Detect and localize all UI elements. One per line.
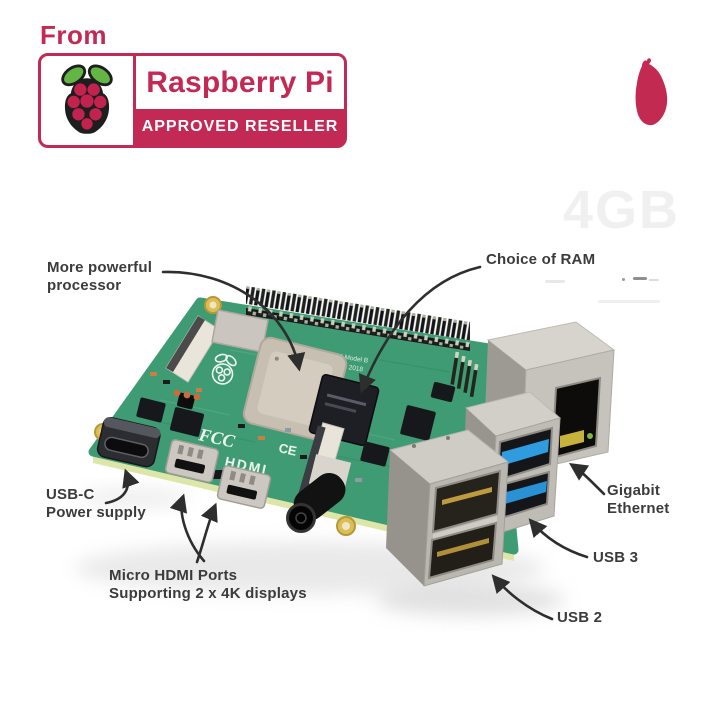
usb-c-callout-arrow [104,468,140,505]
callout-usb3-line1: USB 3 [593,549,639,566]
faint-artifact [633,277,647,280]
callout-ethernet-line1: Gigabit [607,482,661,499]
callout-processor-label: More powerful processor [47,259,152,295]
raspberry-pi-logo-icon [41,56,136,145]
badge-reseller-banner: APPROVED RESELLER [136,109,344,145]
callout-usb-c-line1: USB-C [46,486,95,503]
poe-header [450,351,479,398]
micro-hdmi-port-0 [164,439,220,483]
callout-usb-c-line2: Power supply [46,504,146,521]
callout-ethernet-line2: Ethernet [607,500,670,517]
small-chips [136,382,456,479]
callout-processor-line2: processor [47,277,122,294]
ethernet-callout-arrow [568,462,606,496]
ram-size-watermark: 4GB [563,180,681,240]
silkscreen-ce: CE [277,440,298,458]
callout-hdmi-line2: Supporting 2 x 4K displays [109,585,307,602]
badge-text-area: Raspberry Pi APPROVED RESELLER [136,56,344,145]
callout-hdmi-line1: Micro HDMI Ports [109,567,238,584]
callout-ethernet-label: Gigabit Ethernet [607,482,669,518]
audio-jack [286,454,352,533]
callout-usb2-line1: USB 2 [557,609,603,626]
logo-berry [64,77,110,134]
usb-c-port [96,417,161,468]
callout-ram-label: Choice of RAM [486,251,595,269]
usb3-ports [462,391,562,537]
raspberry-silkscreen-logo [211,353,237,385]
callout-usb3-label: USB 3 [593,549,638,567]
ram-callout-line [358,265,482,394]
faint-artifact [598,300,660,303]
callout-arrows [104,265,606,621]
hdmi-callout-arrow-right [195,502,218,564]
micro-hdmi-port-1 [216,465,272,509]
raspberry-logo-graphic [61,63,113,134]
from-caption: From [40,20,107,50]
faint-artifact [622,278,625,281]
usb2-callout-arrow [491,574,554,621]
approved-reseller-badge: Raspberry Pi APPROVED RESELLER [38,53,347,148]
callout-usb2-label: USB 2 [557,609,602,627]
processor-callout-line [161,270,306,372]
callout-hdmi-label: Micro HDMI Ports Supporting 2 x 4K displ… [109,567,307,603]
badge-brand-text: Raspberry Pi [146,65,334,99]
callout-ram-line1: Choice of RAM [486,251,596,268]
callout-usb-c-label: USB-C Power supply [46,486,146,522]
faint-artifact [545,280,565,283]
faint-artifact [649,279,659,281]
gpio-header [246,286,470,351]
callout-processor-line1: More powerful [47,259,153,276]
display-connector [165,315,221,383]
usb2-ports [386,429,510,587]
sri-lanka-map-icon [635,58,668,126]
usb3-callout-arrow [528,518,589,559]
